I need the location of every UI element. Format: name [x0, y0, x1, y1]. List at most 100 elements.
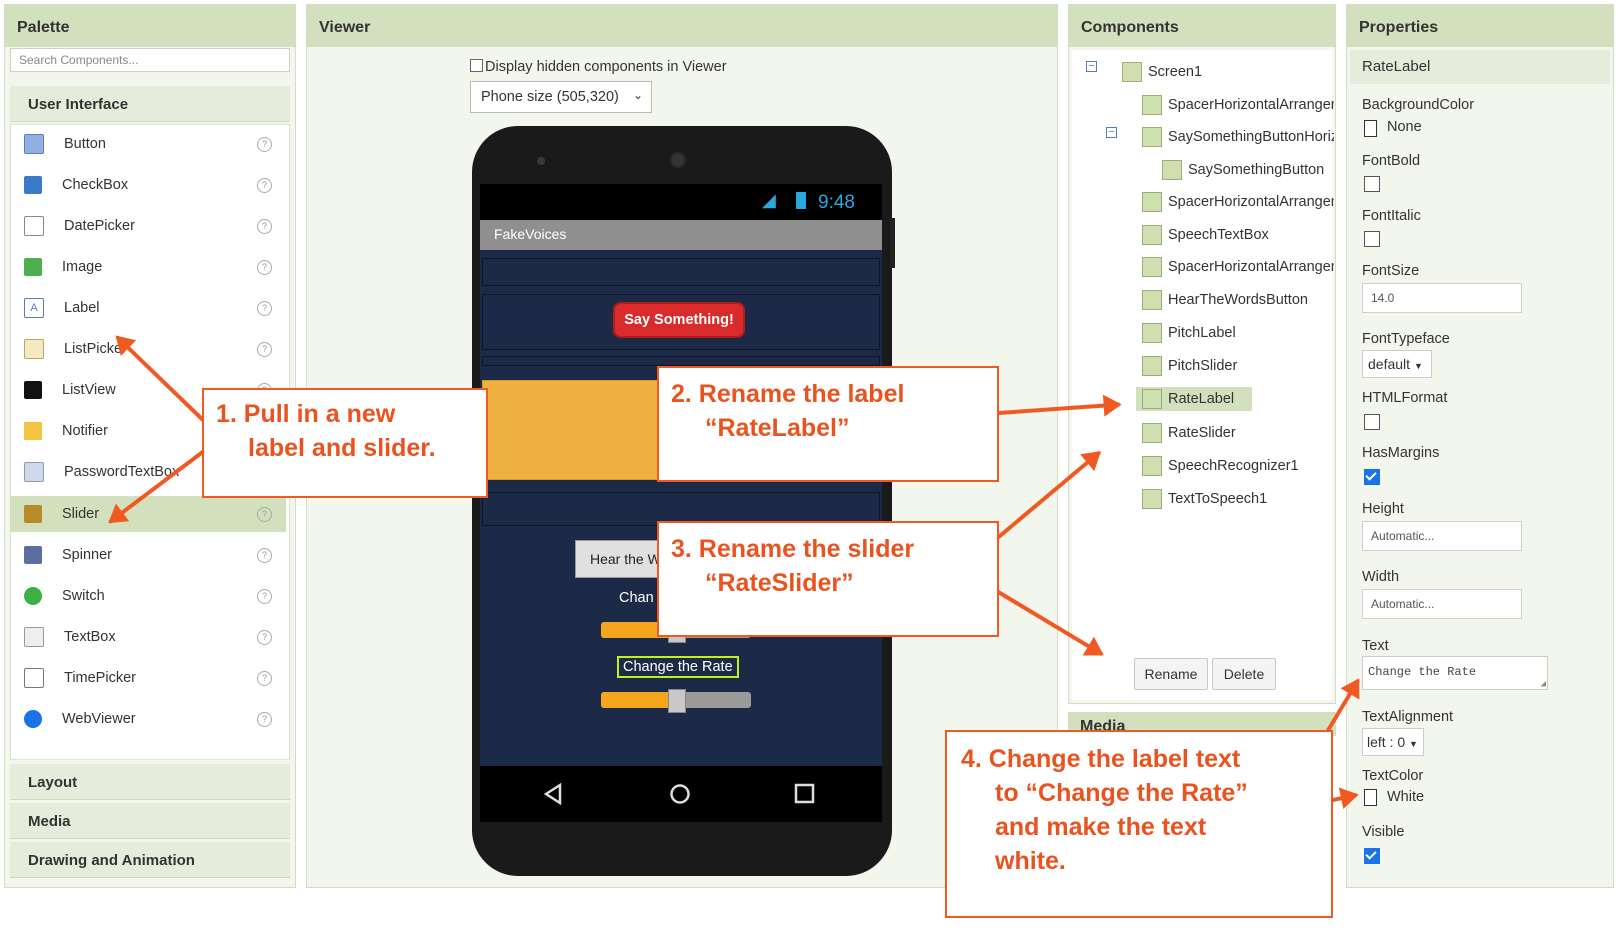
recents-icon[interactable] — [793, 782, 817, 806]
component-screen1[interactable]: Screen1 — [1122, 60, 1334, 84]
callout-4-line-4: white. — [995, 847, 1066, 875]
palette-item-spinner[interactable]: Spinner? — [10, 537, 286, 573]
help-icon[interactable]: ? — [257, 588, 272, 604]
slider-thumb[interactable] — [668, 689, 686, 713]
say-something-button[interactable]: Say Something! — [613, 302, 745, 338]
prop-width-label: Width — [1362, 569, 1400, 585]
fontbold-checkbox[interactable] — [1364, 176, 1380, 192]
palette-item-label: TextBox — [64, 629, 116, 645]
prop-backgroundcolor-label: BackgroundColor — [1362, 97, 1475, 113]
help-icon[interactable]: ? — [257, 629, 272, 645]
component-type-icon — [1142, 290, 1162, 310]
button-icon — [24, 134, 44, 154]
category-user-interface[interactable]: User Interface — [10, 86, 290, 122]
component-search-input[interactable]: Search Components... — [10, 48, 290, 72]
phone-size-select[interactable]: Phone size (505,320) ⌄ — [470, 81, 652, 113]
text-textarea[interactable]: Change the Rate ◢ — [1362, 656, 1548, 690]
back-icon[interactable] — [542, 782, 564, 806]
rate-slider[interactable] — [601, 689, 751, 713]
palette-item-datepicker[interactable]: DatePicker? — [10, 208, 286, 244]
spacer-arrangement — [482, 356, 880, 366]
component-speechtextbox[interactable]: SpeechTextBox — [1142, 223, 1334, 247]
palette-item-switch[interactable]: Switch? — [10, 578, 286, 614]
component-type-icon — [1142, 127, 1162, 147]
caret-down-icon: ▼ — [1413, 361, 1423, 371]
component-rateslider[interactable]: RateSlider — [1142, 421, 1334, 445]
palette-item-image[interactable]: Image? — [10, 249, 286, 285]
palette-item-checkbox[interactable]: CheckBox? — [10, 167, 286, 203]
component-hearthewordsbutton[interactable]: HearTheWordsButton — [1142, 288, 1334, 312]
category-layout[interactable]: Layout — [10, 764, 290, 800]
fontsize-input[interactable]: 14.0 — [1362, 283, 1522, 313]
component-spacerhorizontalarrangement[interactable]: SpacerHorizontalArrangement — [1142, 190, 1334, 214]
help-icon[interactable]: ? — [257, 506, 272, 522]
component-type-icon — [1142, 356, 1162, 376]
help-icon[interactable]: ? — [257, 711, 272, 727]
notifier-icon — [24, 422, 42, 440]
component-pitchlabel[interactable]: PitchLabel — [1142, 321, 1334, 345]
help-icon[interactable]: ? — [257, 218, 272, 234]
palette-item-textbox[interactable]: TextBox? — [10, 619, 286, 655]
palette-item-label: TimePicker — [64, 670, 136, 686]
properties-title: Properties — [1347, 5, 1613, 47]
callout-3-line-2: “RateSlider” — [705, 569, 854, 597]
caret-down-icon: ▼ — [1409, 739, 1418, 749]
visible-checkbox[interactable] — [1364, 848, 1380, 864]
passwordtextbox-icon — [24, 462, 44, 482]
status-bar: ◢ 9:48 — [480, 184, 882, 220]
rename-button[interactable]: Rename — [1134, 658, 1208, 690]
component-saysomethingbuttonhorizontal[interactable]: SaySomethingButtonHorizontal — [1142, 125, 1334, 149]
component-type-icon — [1142, 489, 1162, 509]
help-icon[interactable]: ? — [257, 341, 272, 357]
callout-1-line-2: label and slider. — [248, 434, 436, 462]
hasmargins-checkbox[interactable] — [1364, 469, 1380, 485]
prop-backgroundcolor-value[interactable]: None — [1387, 119, 1422, 135]
component-ratelabel[interactable]: RateLabel — [1136, 387, 1252, 411]
callout-step-1: 1. Pull in a new label and slider. — [202, 388, 488, 498]
category-drawing-animation[interactable]: Drawing and Animation — [10, 842, 290, 878]
component-pitchslider[interactable]: PitchSlider — [1142, 354, 1334, 378]
app-title-bar: FakeVoices — [480, 220, 882, 250]
help-icon[interactable]: ? — [257, 177, 272, 193]
prop-text-label: Text — [1362, 638, 1389, 654]
display-hidden-checkbox[interactable] — [470, 59, 483, 72]
textalignment-dropdown[interactable]: left : 0 ▼ — [1362, 728, 1424, 756]
help-icon[interactable]: ? — [257, 136, 272, 152]
htmlformat-checkbox[interactable] — [1364, 414, 1380, 430]
palette-item-timepicker[interactable]: TimePicker? — [10, 660, 286, 696]
palette-item-label: ListView — [62, 382, 116, 398]
help-icon[interactable]: ? — [257, 547, 272, 563]
component-texttospeech1[interactable]: TextToSpeech1 — [1142, 487, 1334, 511]
component-type-icon — [1162, 160, 1182, 180]
collapse-icon[interactable]: − — [1086, 61, 1097, 72]
height-input[interactable]: Automatic... — [1362, 521, 1522, 551]
help-icon[interactable]: ? — [257, 259, 272, 275]
fontitalic-checkbox[interactable] — [1364, 231, 1380, 247]
palette-item-button[interactable]: Button? — [10, 126, 286, 162]
palette-item-slider[interactable]: Slider? — [10, 496, 286, 532]
callout-step-4: 4. Change the label text to “Change the … — [945, 730, 1333, 918]
backgroundcolor-swatch[interactable] — [1364, 120, 1377, 137]
delete-button[interactable]: Delete — [1212, 658, 1276, 690]
component-speechrecognizer1[interactable]: SpeechRecognizer1 — [1142, 454, 1334, 478]
home-icon[interactable] — [668, 782, 692, 806]
prop-textcolor-value[interactable]: White — [1387, 789, 1425, 805]
palette-item-webviewer[interactable]: WebViewer? — [10, 701, 286, 737]
textcolor-swatch[interactable] — [1364, 789, 1377, 806]
help-icon[interactable]: ? — [257, 300, 272, 316]
component-spacerhorizontalarrangement[interactable]: SpacerHorizontalArrangement — [1142, 255, 1334, 279]
collapse-icon[interactable]: − — [1106, 127, 1117, 138]
category-media[interactable]: Media — [10, 803, 290, 839]
component-label: SpacerHorizontalArrangement — [1168, 97, 1334, 113]
fonttypeface-dropdown[interactable]: default ▼ — [1362, 350, 1432, 378]
help-icon[interactable]: ? — [257, 670, 272, 686]
component-saysomethingbutton[interactable]: SaySomethingButton — [1162, 158, 1334, 182]
hear-the-words-button[interactable]: Hear the W — [575, 540, 665, 578]
component-type-icon — [1142, 323, 1162, 343]
component-spacerhorizontalarrangement[interactable]: SpacerHorizontalArrangement — [1142, 93, 1334, 117]
palette-item-label: Label — [64, 300, 100, 316]
width-input[interactable]: Automatic... — [1362, 589, 1522, 619]
palette-item-listpicker[interactable]: ListPicker? — [10, 331, 286, 367]
component-type-icon — [1142, 389, 1162, 409]
